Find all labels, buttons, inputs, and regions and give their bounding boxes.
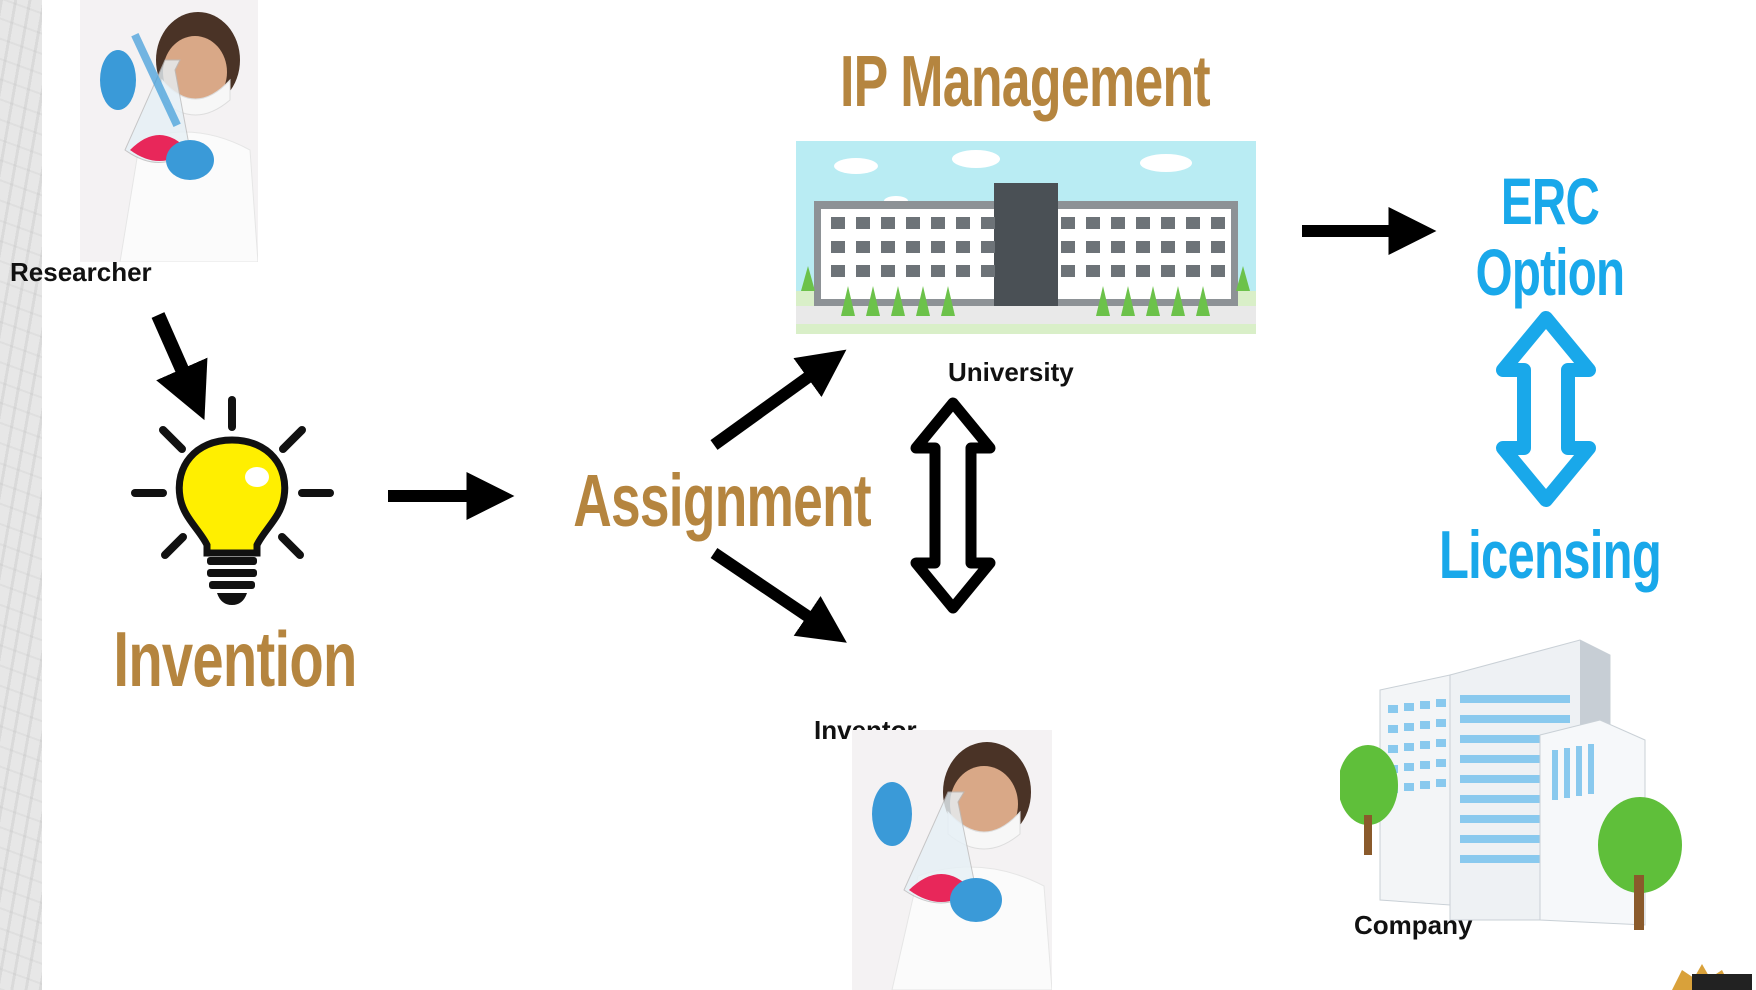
arrow-researcher-to-invention xyxy=(151,312,208,421)
researcher-photo xyxy=(80,0,258,262)
option-label: Option xyxy=(1475,235,1625,309)
double-arrow-university-inventor xyxy=(910,397,996,614)
inventor-photo xyxy=(852,730,1052,990)
ip-management-label: IP Management xyxy=(840,42,1211,122)
double-arrow-option-licensing xyxy=(1496,311,1596,507)
assignment-label: Assignment xyxy=(573,459,871,542)
university-label: University xyxy=(948,357,1074,387)
company-label: Company xyxy=(1354,910,1473,940)
arrow-assignment-to-university xyxy=(710,349,847,450)
licensing-label: Licensing xyxy=(1438,517,1662,593)
arrow-assignment-to-inventor xyxy=(710,548,847,643)
lightbulb-icon xyxy=(125,395,340,610)
invention-label: Invention xyxy=(113,615,357,703)
company-building-icon xyxy=(1340,615,1700,935)
marble-border xyxy=(0,0,42,990)
university-building-icon xyxy=(796,141,1256,334)
gist-logo xyxy=(1652,960,1756,990)
erc-label: ERC xyxy=(1500,164,1600,238)
researcher-label: Researcher xyxy=(10,257,152,287)
